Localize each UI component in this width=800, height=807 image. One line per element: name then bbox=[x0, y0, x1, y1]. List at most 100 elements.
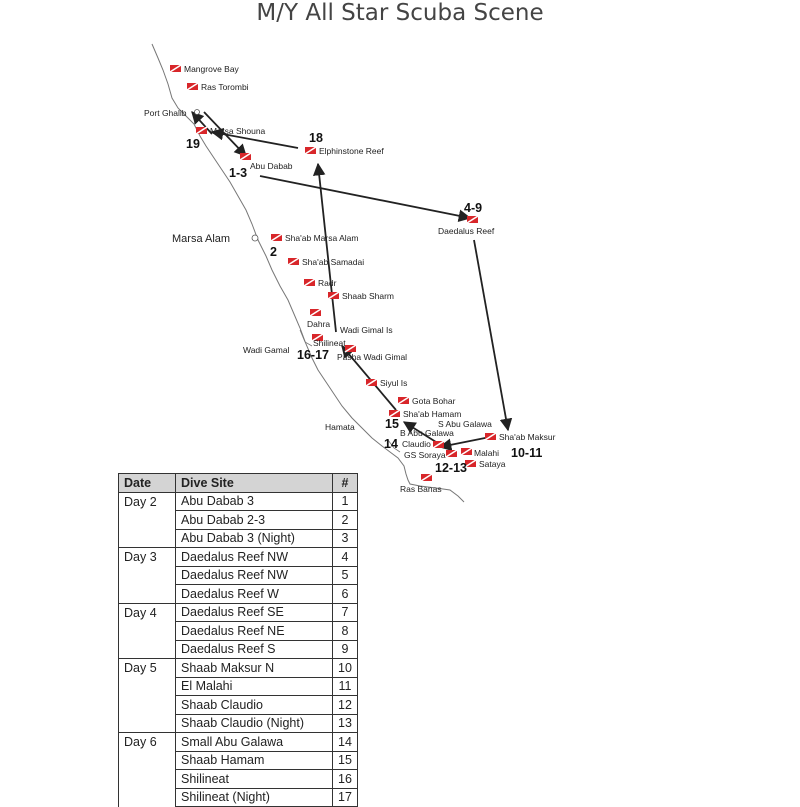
site-label: Shaab Sharm bbox=[342, 291, 394, 301]
table-row: Day 2 Abu Dabab 3 1 bbox=[118, 491, 358, 511]
header-dive-site: Dive Site bbox=[175, 473, 333, 493]
route-number: 12-13 bbox=[435, 461, 467, 475]
route-number: 10-11 bbox=[511, 446, 542, 460]
table-row: Daedalus Reef S 9 bbox=[118, 639, 358, 659]
town-label: Marsa Alam bbox=[172, 233, 230, 245]
route-number: 15 bbox=[385, 417, 399, 431]
cell-date: Day 6 bbox=[118, 732, 176, 751]
cell-date bbox=[118, 751, 176, 770]
site-label: GS Soraya bbox=[404, 450, 446, 460]
site-shaab-sharm: Shaab Sharm bbox=[327, 291, 394, 301]
cell-site: Abu Dabab 2-3 bbox=[175, 510, 333, 530]
table-row: El Malahi 11 bbox=[118, 676, 358, 696]
town-label: Wadi Gamal bbox=[243, 345, 290, 355]
site-wadi-gimal-is: Wadi Gimal Is bbox=[340, 325, 393, 335]
site-label: Shilineat bbox=[313, 338, 346, 348]
site-label: Daedalus Reef bbox=[438, 226, 495, 236]
map-title: M/Y All Star Scuba Scene bbox=[256, 0, 544, 26]
cell-date: Day 2 bbox=[118, 491, 176, 511]
town-hamata: Hamata bbox=[325, 422, 355, 432]
table-row: Day 4 Daedalus Reef SE 7 bbox=[118, 602, 358, 622]
site-siyul-is: Siyul Is bbox=[365, 378, 407, 388]
table-row: Shaab Claudio (Night) 13 bbox=[118, 713, 358, 733]
site-abu-dabab: Abu Dabab bbox=[239, 152, 293, 171]
site-malahi: Malahi bbox=[460, 447, 499, 458]
table-row: Shaab Hamam 15 bbox=[118, 750, 358, 770]
table-row: Shilineat (Night) 17 bbox=[118, 787, 358, 807]
cell-site: Daedalus Reef S bbox=[175, 639, 333, 659]
site-label: Pasha Wadi Gimal bbox=[337, 352, 407, 362]
dive-schedule-table: Date Dive Site # Day 2 Abu Dabab 3 1 Abu… bbox=[118, 473, 358, 807]
site-ras-banas: Ras Banas bbox=[400, 473, 442, 494]
coastline-inner bbox=[193, 115, 401, 453]
route-lines bbox=[191, 111, 513, 451]
site-label: Sha'ab Marsa Alam bbox=[285, 233, 358, 243]
site-s-abu-galawa: S Abu Galawa bbox=[438, 419, 492, 429]
table-header-row: Date Dive Site # bbox=[118, 473, 358, 493]
cell-number: 1 bbox=[332, 491, 358, 511]
cell-number: 2 bbox=[332, 510, 358, 530]
site-label: Radr bbox=[318, 278, 337, 288]
cell-number: 4 bbox=[332, 547, 358, 567]
cell-number: 6 bbox=[332, 584, 358, 604]
site-label: B Abu Galawa bbox=[400, 428, 454, 438]
cell-site: Abu Dabab 3 (Night) bbox=[175, 528, 333, 548]
table-row: Daedalus Reef W 6 bbox=[118, 584, 358, 604]
cell-number: 9 bbox=[332, 639, 358, 659]
cell-site: Shaab Maksur N bbox=[175, 658, 333, 678]
cell-site: Small Abu Galawa bbox=[175, 732, 333, 752]
cell-number: 11 bbox=[332, 676, 358, 696]
site-label: Sha'ab Hamam bbox=[403, 409, 461, 419]
cell-site: Shaab Claudio (Night) bbox=[175, 713, 333, 733]
cell-site: Shaab Claudio bbox=[175, 695, 333, 715]
site-label: Ras Torombi bbox=[201, 82, 249, 92]
site-label: Ras Banas bbox=[400, 484, 442, 494]
town-label: Hamata bbox=[325, 422, 355, 432]
route-number: 19 bbox=[186, 137, 200, 151]
site-label: Malahi bbox=[474, 448, 499, 458]
site-ras-torombi: Ras Torombi bbox=[186, 82, 249, 92]
cell-number: 10 bbox=[332, 658, 358, 678]
cell-site: Daedalus Reef NW bbox=[175, 565, 333, 585]
town-label: Port Ghalib bbox=[144, 108, 187, 118]
cell-date: Day 4 bbox=[118, 602, 176, 622]
route-number: 4-9 bbox=[464, 201, 482, 215]
cell-site: Shilineat (Night) bbox=[175, 787, 333, 807]
site-radr: Radr bbox=[303, 278, 337, 288]
site-label: S Abu Galawa bbox=[438, 419, 492, 429]
site-shaab-samadai: Sha'ab Samadai bbox=[287, 257, 364, 267]
cell-date bbox=[118, 714, 176, 733]
table-row: Shilineat 16 bbox=[118, 769, 358, 789]
site-label: Wadi Gimal Is bbox=[340, 325, 393, 335]
cell-number: 13 bbox=[332, 713, 358, 733]
town-wadi-gamal: Wadi Gamal bbox=[243, 345, 290, 355]
site-claudio: Claudio bbox=[402, 439, 445, 449]
site-label: Marsa Shouna bbox=[210, 126, 266, 136]
table-row: Daedalus Reef NW 5 bbox=[118, 565, 358, 585]
cell-site: Daedalus Reef NW bbox=[175, 547, 333, 567]
cell-number: 3 bbox=[332, 528, 358, 548]
cell-site: Daedalus Reef SE bbox=[175, 602, 333, 622]
route-number: 14 bbox=[384, 437, 398, 451]
site-label: Claudio bbox=[402, 439, 431, 449]
site-label: Siyul Is bbox=[380, 378, 407, 388]
town-port-ghalib: Port Ghalib bbox=[144, 108, 200, 118]
cell-site: Shaab Hamam bbox=[175, 750, 333, 770]
table-row: Daedalus Reef NE 8 bbox=[118, 621, 358, 641]
site-elphinstone-reef: Elphinstone Reef bbox=[304, 146, 384, 156]
cell-date bbox=[118, 529, 176, 548]
site-pasha-wadi-gimal: Pasha Wadi Gimal bbox=[337, 344, 407, 362]
cell-number: 7 bbox=[332, 602, 358, 622]
cell-date: Day 3 bbox=[118, 547, 176, 566]
header-date: Date bbox=[118, 473, 176, 493]
cell-site: Shilineat bbox=[175, 769, 333, 789]
site-sataya: Sataya bbox=[464, 459, 506, 469]
cell-number: 14 bbox=[332, 732, 358, 752]
table-row: Day 6 Small Abu Galawa 14 bbox=[118, 732, 358, 752]
site-shaab-maksur: Sha'ab Maksur bbox=[484, 432, 556, 442]
site-label: Gota Bohar bbox=[412, 396, 456, 406]
site-label: Mangrove Bay bbox=[184, 64, 240, 74]
cell-number: 12 bbox=[332, 695, 358, 715]
cell-date bbox=[118, 788, 176, 807]
